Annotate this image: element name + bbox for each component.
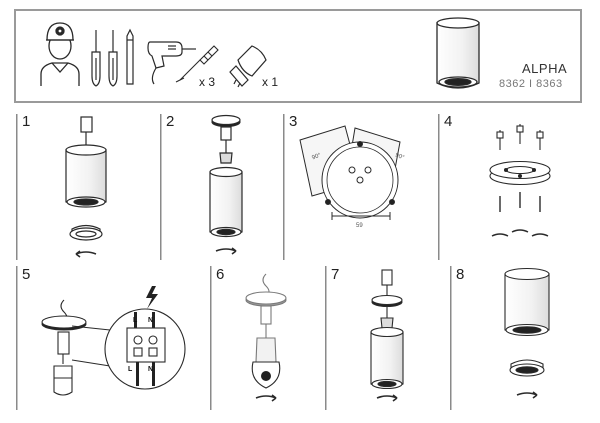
screw-icon [496,124,544,150]
step-7-number: 7 [331,266,340,283]
twist-arrow-icon [215,247,237,255]
step-4-drawing [489,124,551,237]
model-codes: 8362 I 8363 [499,78,563,90]
twist-arrow-icon [255,394,277,402]
step-4-number: 4 [444,113,453,130]
twist-arrow-icon [491,229,549,237]
screw-and-plug-icon [175,45,219,83]
step-2-drawing [209,114,243,255]
wire-label-live-top: L [133,317,138,324]
bulb-quantity: x 1 [262,75,279,89]
model-name: ALPHA [522,61,568,76]
power-lightning-icon [146,286,158,309]
step-2-number: 2 [166,113,175,130]
step-5-drawing [41,286,186,396]
flat-screwdriver-icon [108,30,118,87]
step-1-number: 1 [22,113,31,130]
gu10-bulb-icon [229,45,267,88]
step-3-dimension-label: 59 [356,223,363,229]
step-3-drawing [299,125,401,220]
twist-arrow-icon [75,250,97,258]
step-6-number: 6 [216,266,225,283]
step-1-drawing [65,116,107,258]
step-6-drawing [245,273,287,402]
wire-label-neutral-top: N [148,317,154,324]
grid-dividers [16,114,452,410]
screw-quantity: x 3 [199,75,216,89]
step-7-drawing [370,269,404,402]
step-3-number: 3 [289,113,298,130]
twist-arrow-icon [376,394,398,402]
step-5-number: 5 [22,266,31,283]
alpha-product-drawing [436,17,480,89]
technician-icon [40,22,80,86]
wire-label-live-bottom: L [128,366,133,373]
pencil-icon [126,28,134,85]
step-8-number: 8 [456,266,465,283]
phillips-screwdriver-icon [91,30,101,87]
wire-label-neutral-bottom: N [148,366,154,373]
twist-arrow-icon [516,391,538,399]
drill-icon [147,41,196,85]
step-8-drawing [504,267,550,399]
